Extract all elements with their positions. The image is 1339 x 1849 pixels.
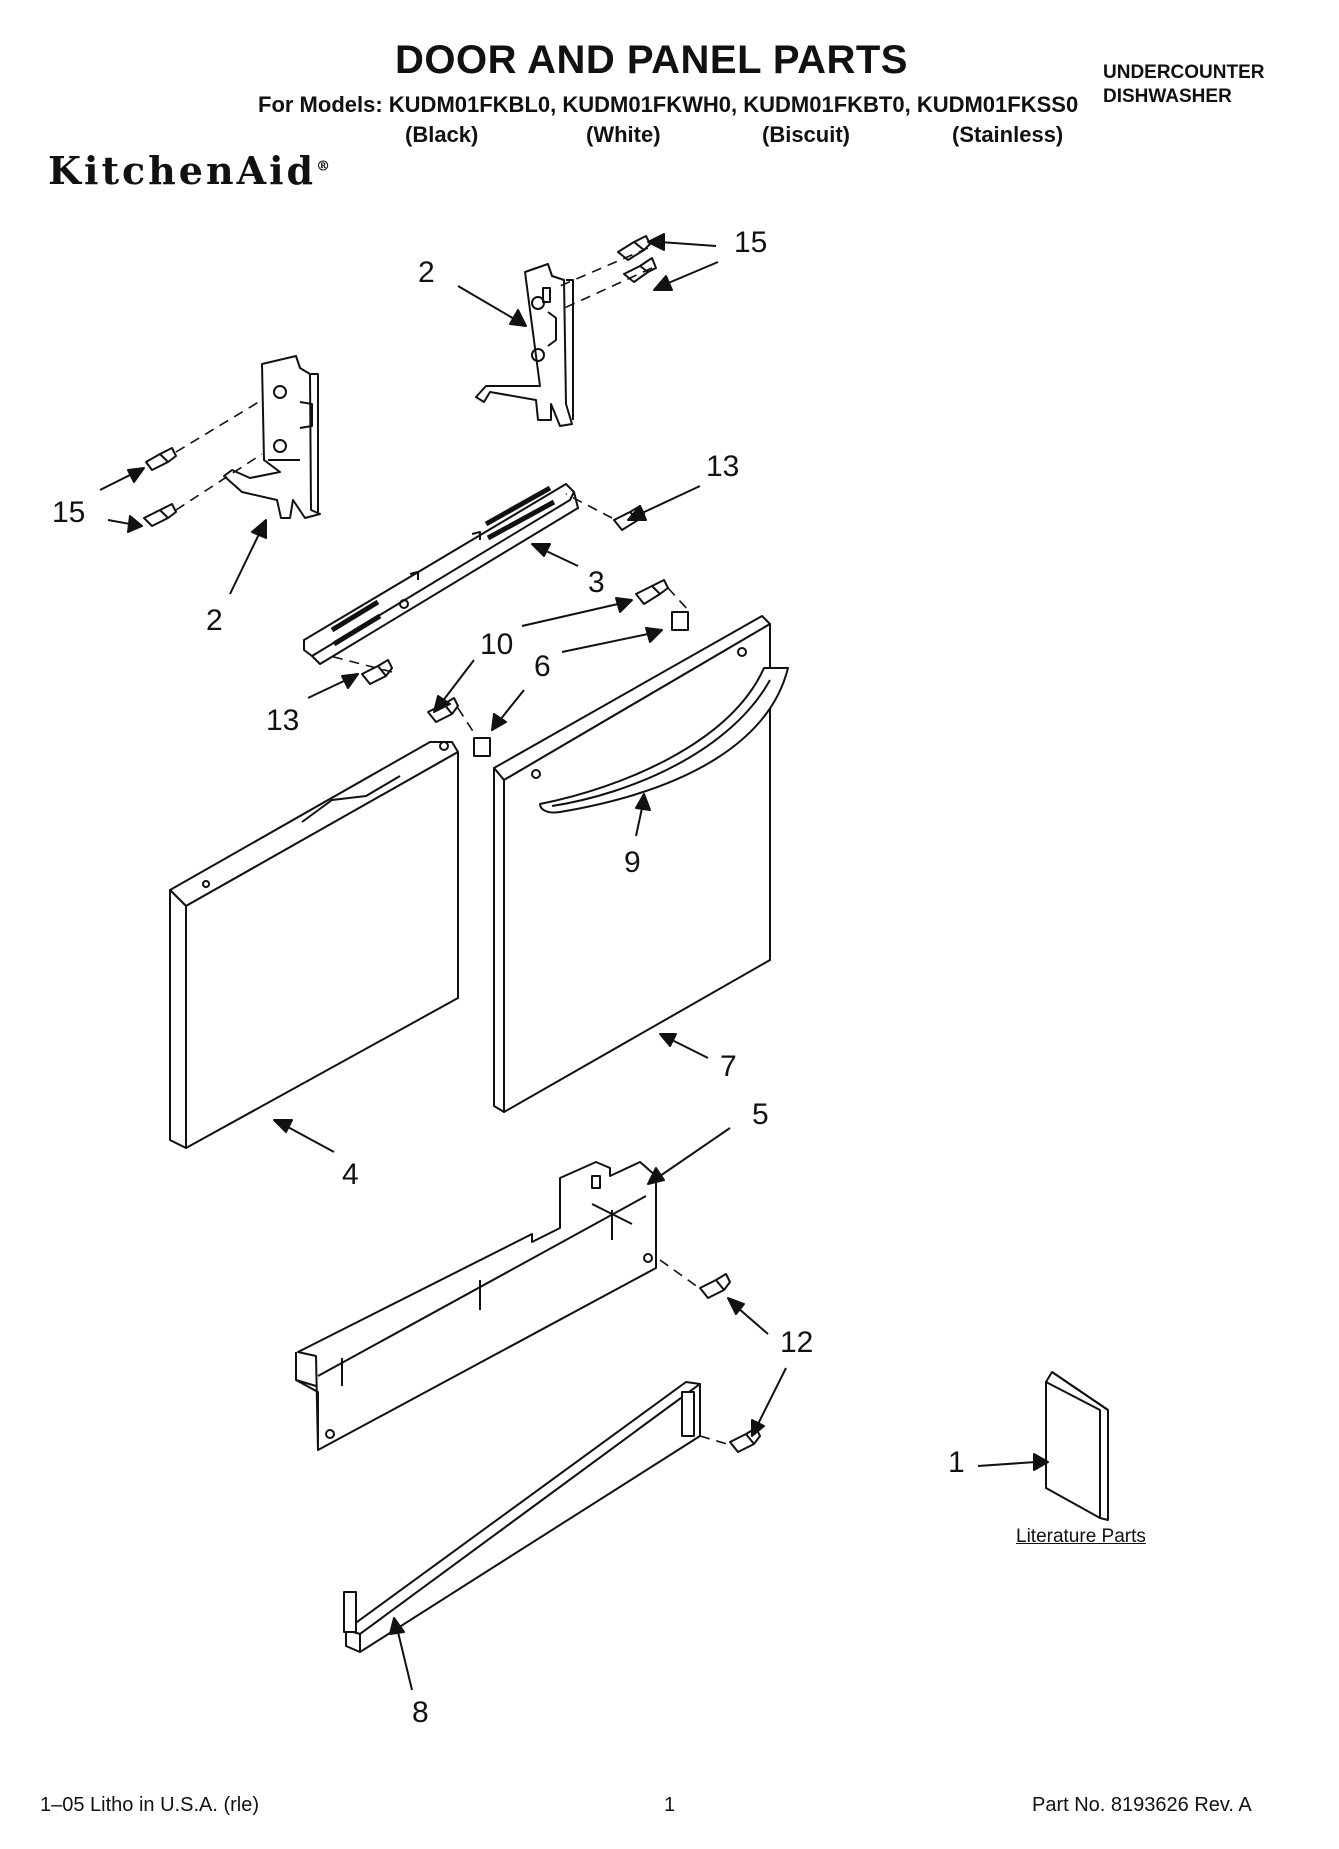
- callout-3: 3: [588, 566, 605, 599]
- screw-12-a: [699, 1273, 731, 1299]
- footer-litho: 1–05 Litho in U.S.A. (rle): [40, 1794, 259, 1816]
- callout-13-left: 13: [266, 704, 300, 737]
- callout-2-left: 2: [206, 604, 223, 637]
- part-8-kickplate: [343, 1381, 701, 1653]
- part-4-side-panel: [169, 741, 459, 1149]
- color-black: (Black): [405, 122, 479, 147]
- footer-part-number: Part No. 8193626 Rev. A: [1032, 1794, 1252, 1816]
- part-5-support: [295, 1161, 657, 1451]
- part-2-lower-bracket: [223, 355, 321, 519]
- callout-2-top: 2: [418, 256, 435, 289]
- callout-15-top: 15: [734, 226, 768, 259]
- color-white: (White): [586, 122, 661, 147]
- screw-13-left: [361, 659, 393, 685]
- callout-15-left: 15: [52, 496, 86, 529]
- callout-9: 9: [624, 846, 641, 879]
- color-biscuit: (Biscuit): [762, 122, 850, 147]
- color-stainless: (Stainless): [952, 122, 1064, 147]
- screw-15-left-a: [145, 447, 177, 471]
- brand-logo: KitchenAid®: [48, 148, 331, 193]
- callout-10: 10: [480, 628, 514, 661]
- screw-15-top-a: [617, 235, 651, 261]
- page-title: DOOR AND PANEL PARTS: [395, 38, 908, 82]
- clip-6-right: [671, 611, 689, 631]
- alignment-lines: [175, 247, 735, 1447]
- footer-page-number: 1: [664, 1794, 676, 1816]
- callout-8: 8: [412, 1696, 429, 1729]
- leader-arrows: [99, 233, 1049, 1691]
- literature-parts-label: Literature Parts: [1016, 1526, 1146, 1547]
- callout-6: 6: [534, 650, 551, 683]
- callout-12: 12: [780, 1326, 814, 1359]
- part-9-door-handle: [539, 667, 789, 814]
- models-line: For Models: KUDM01FKBL0, KUDM01FKWH0, KU…: [258, 92, 1079, 117]
- part-1-literature: [1045, 1371, 1109, 1521]
- category-line-1: UNDERCOUNTER: [1103, 62, 1265, 83]
- callout-7: 7: [720, 1050, 737, 1083]
- callout-5: 5: [752, 1098, 769, 1131]
- screw-15-left-b: [143, 503, 177, 527]
- part-3-mounting-rail: [303, 483, 579, 665]
- clip-6-left: [473, 737, 491, 757]
- category-line-2: DISHWASHER: [1103, 86, 1232, 107]
- callout-4: 4: [342, 1158, 359, 1191]
- part-2-upper-bracket: [475, 263, 574, 427]
- callout-1: 1: [948, 1446, 965, 1479]
- callout-13-right: 13: [706, 450, 740, 483]
- screw-10-right: [635, 579, 669, 605]
